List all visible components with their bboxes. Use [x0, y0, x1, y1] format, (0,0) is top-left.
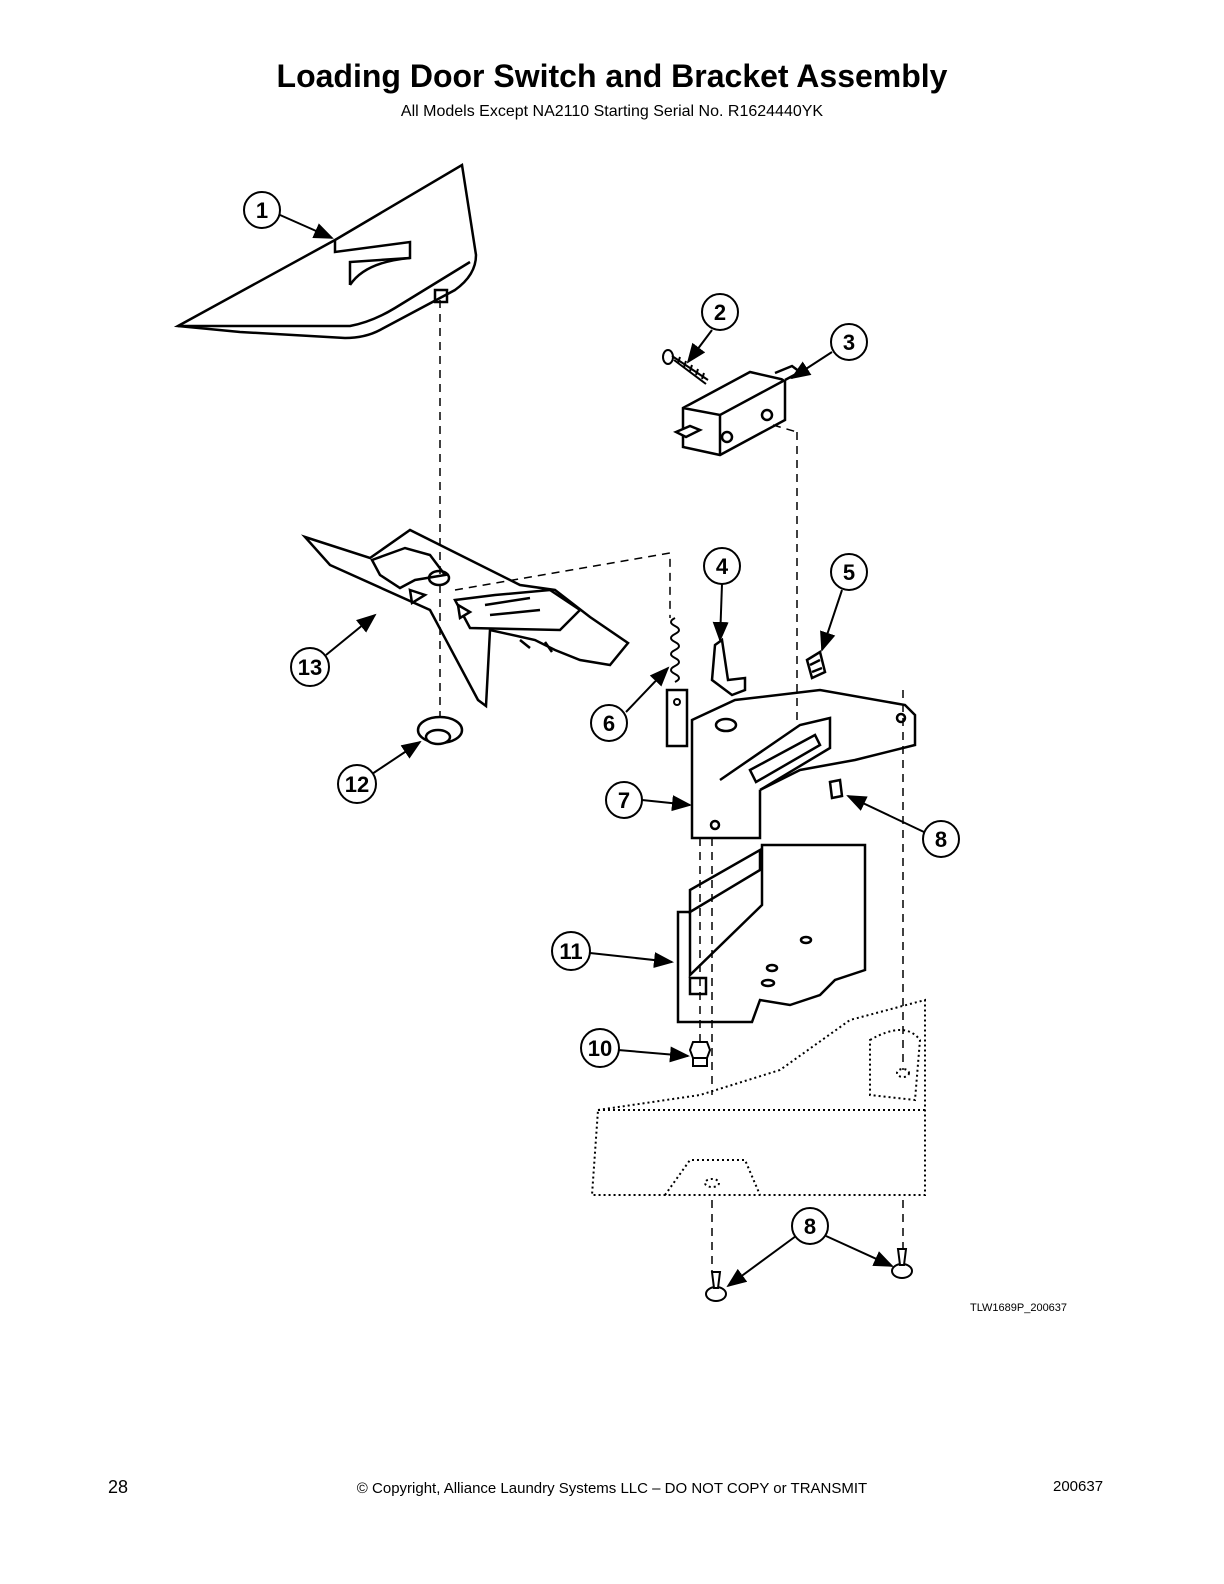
part-screw-2 — [662, 349, 709, 385]
part-switch-3 — [673, 364, 803, 457]
part-screw-9a — [705, 1271, 727, 1302]
callout-label: 10 — [588, 1036, 612, 1061]
part-clip-8 — [828, 778, 844, 800]
part-shield-11 — [676, 843, 867, 1024]
callout-label: 13 — [298, 655, 322, 680]
callout-label: 4 — [716, 554, 729, 579]
callout-11: 11 — [551, 931, 674, 971]
part-clip-5 — [805, 650, 827, 680]
callout-4: 4 — [703, 547, 741, 642]
callout-5: 5 — [820, 553, 868, 652]
callout-10: 10 — [580, 1028, 690, 1068]
callout-label: 7 — [618, 788, 630, 813]
part-bracket-7 — [690, 688, 917, 840]
callout-label: 5 — [843, 560, 855, 585]
callout-8: 8 — [846, 795, 960, 858]
callout-3: 3 — [790, 323, 868, 380]
page-number: 28 — [108, 1477, 129, 1497]
page-subtitle: All Models Except NA2110 Starting Serial… — [400, 103, 824, 120]
copyright-notice: © Copyright, Alliance Laundry Systems LL… — [356, 1480, 868, 1497]
callout-12: 12 — [337, 740, 422, 804]
callout-2: 2 — [686, 293, 739, 364]
alignment-lines — [439, 300, 904, 1272]
callout-7: 7 — [605, 781, 692, 819]
callout-label: 8 — [935, 827, 947, 852]
page-title: Loading Door Switch and Bracket Assembly — [276, 58, 948, 94]
callout-label: 6 — [603, 711, 615, 736]
part-bolt-10 — [688, 1041, 712, 1067]
callout-label: 8 — [804, 1214, 816, 1239]
part-lever-4 — [710, 637, 747, 697]
callout-label: 11 — [559, 939, 582, 964]
part-grommet-12 — [416, 715, 464, 746]
callout-6: 6 — [590, 666, 670, 742]
part-actuator-1 — [173, 162, 478, 340]
cabinet-top-reference — [590, 998, 926, 1196]
callout-label: 3 — [843, 330, 855, 355]
callout-label: 2 — [714, 300, 726, 325]
callout-1: 1 — [243, 191, 334, 239]
part-screw-9b — [891, 1248, 913, 1279]
illustration-code: TLW1689P_200637 — [970, 1302, 1068, 1314]
document-number: 200637 — [1053, 1478, 1104, 1495]
part-bracket-13 — [300, 528, 630, 709]
part-spring-6 — [665, 617, 689, 748]
callout-label: 12 — [345, 772, 369, 797]
callout-9: 8 — [726, 1207, 894, 1288]
callout-label: 1 — [256, 198, 268, 223]
callout-13: 13 — [290, 613, 377, 687]
